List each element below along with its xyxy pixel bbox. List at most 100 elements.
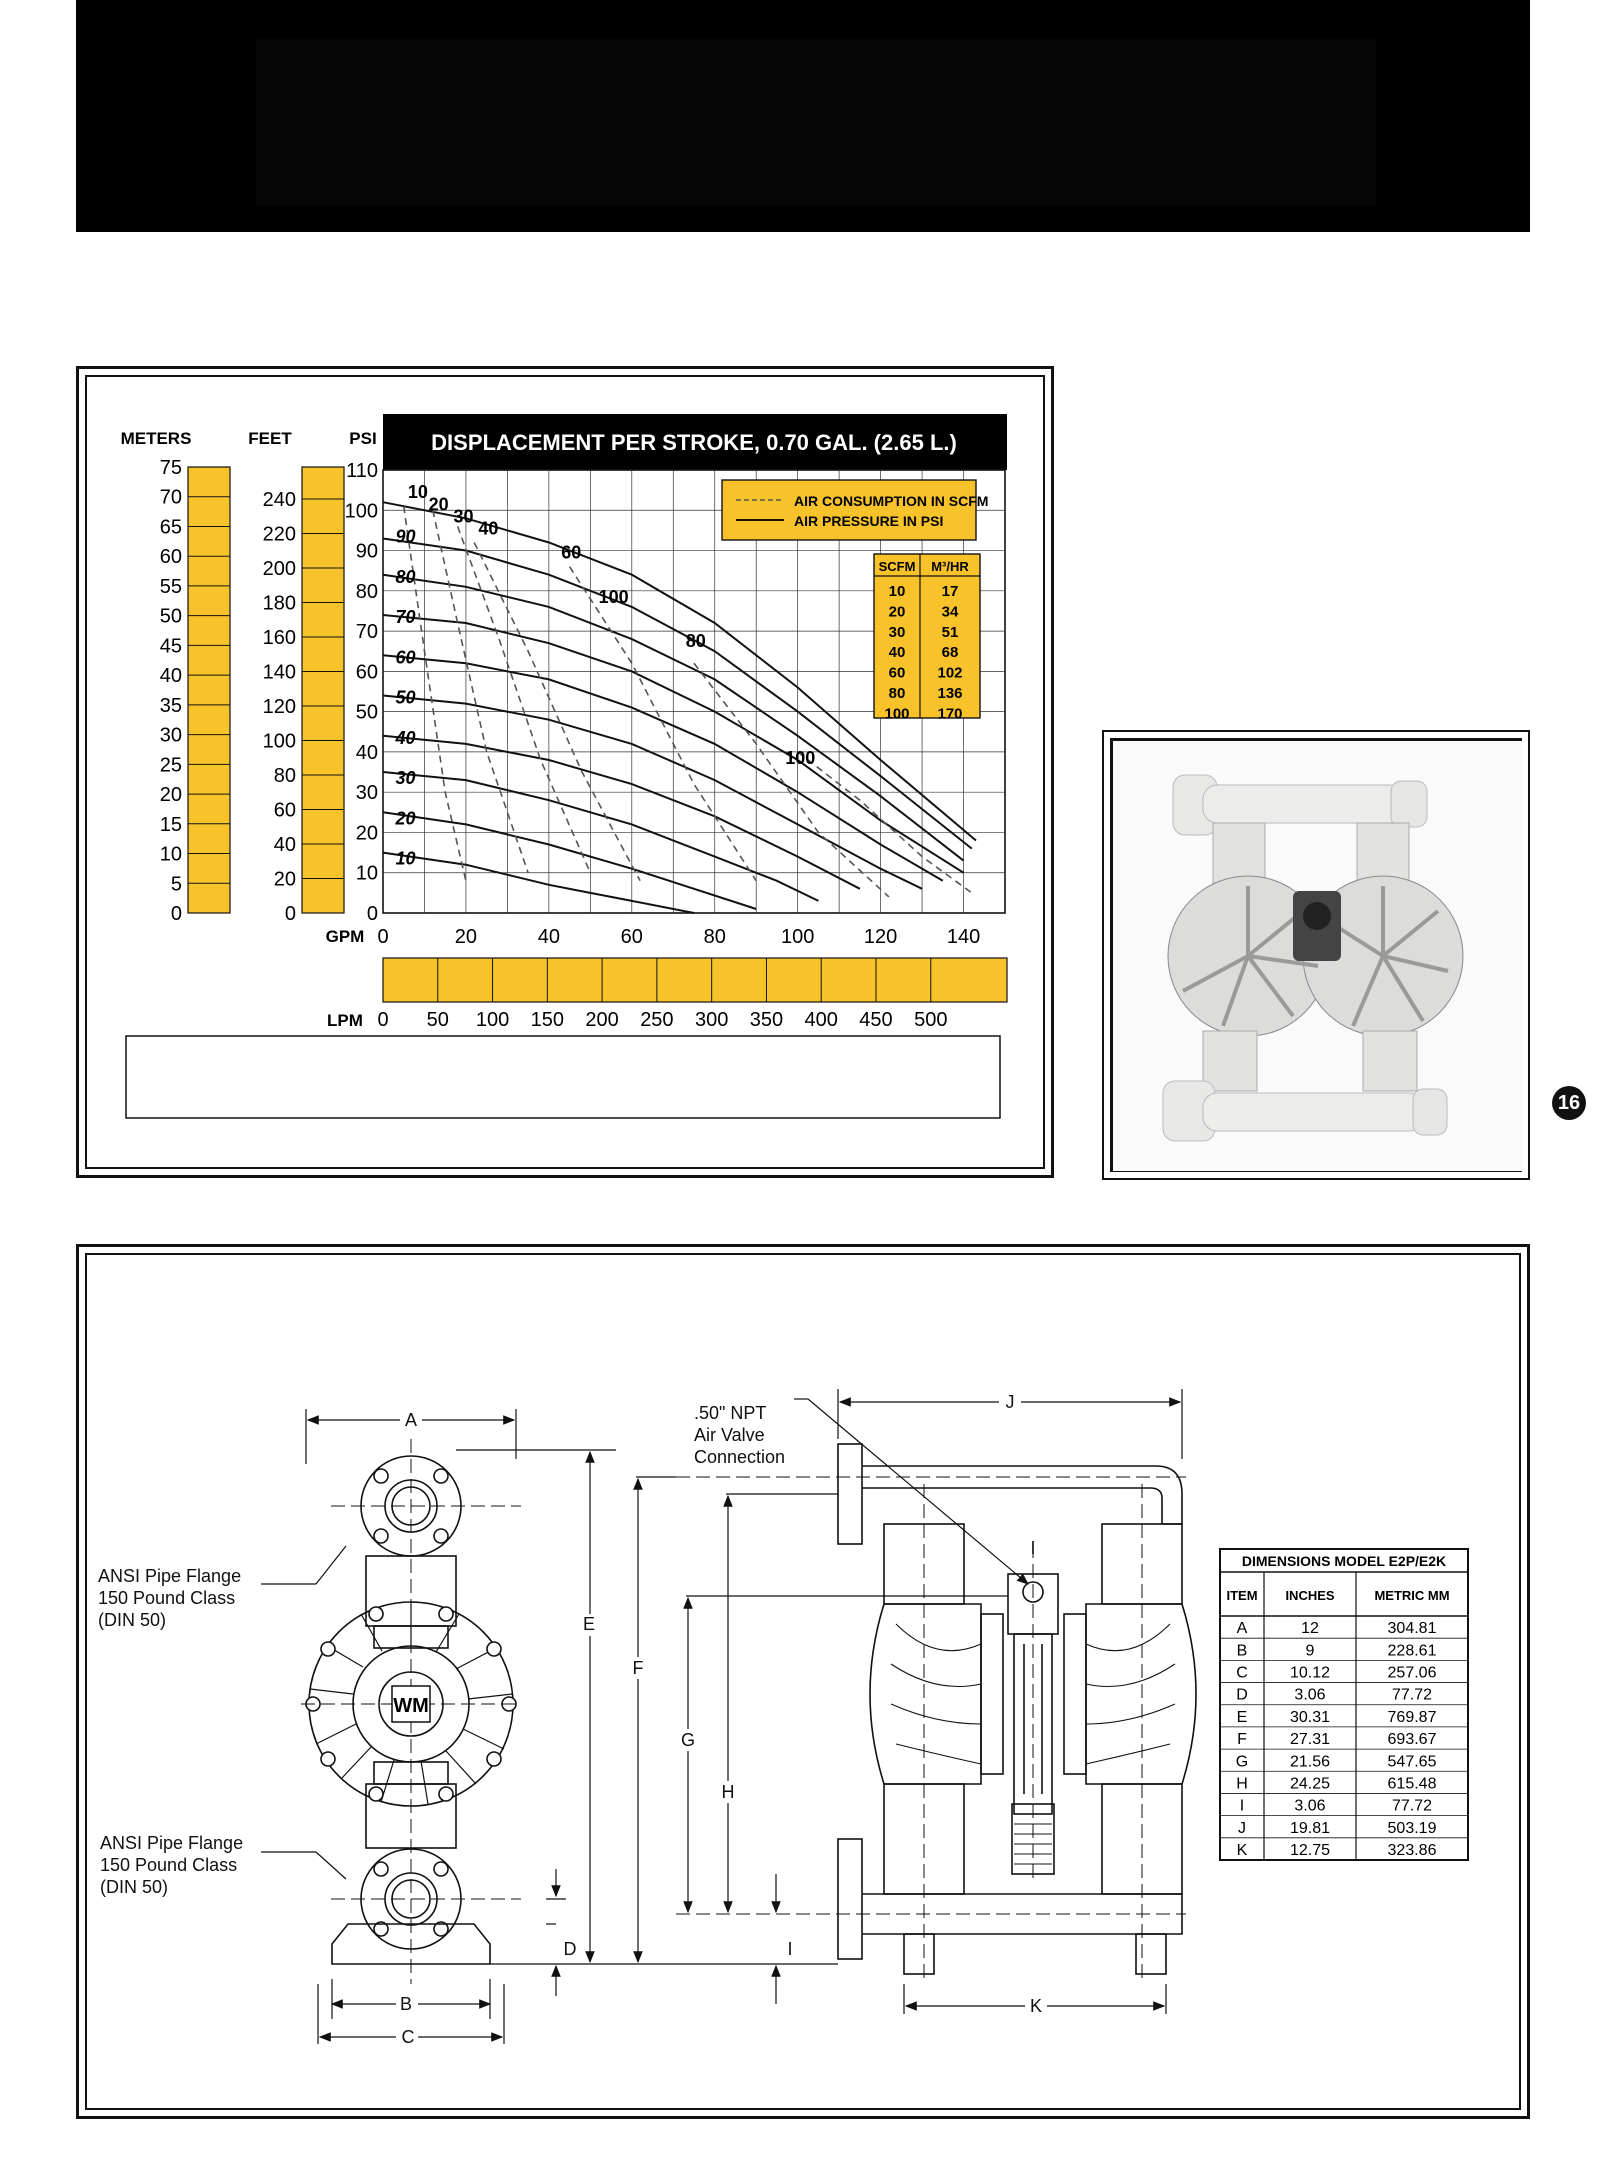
dim-cell-metric: 77.72 — [1392, 1798, 1432, 1815]
psi-tick-label: 10 — [356, 863, 378, 885]
conversion-cell-scfm: 80 — [889, 685, 906, 702]
feet-tick-label: 160 — [263, 627, 296, 649]
psi-curve-label: 80 — [395, 567, 415, 587]
meters-tick-label: 55 — [160, 576, 182, 598]
meters-tick-label: 70 — [160, 487, 182, 509]
dim-label-i: I — [787, 1939, 792, 1959]
psi-tick-label: 70 — [356, 621, 378, 643]
meters-scale-bar — [187, 466, 231, 914]
gpm-tick-label: 40 — [538, 926, 560, 948]
psi-curve-label: 70 — [395, 607, 415, 627]
dimensions-panel — [76, 1244, 1530, 2119]
flange-label-bottom-line3: (DIN 50) — [100, 1877, 168, 1897]
scfm-curve-label: 40 — [478, 518, 498, 538]
dim-cell-metric: 77.72 — [1392, 1687, 1432, 1704]
dimensions-frame — [85, 1253, 1521, 2110]
psi-curve-label: 30 — [395, 768, 415, 788]
scfm-curve-label: 80 — [686, 631, 706, 651]
dim-label-g: G — [681, 1730, 695, 1750]
feet-tick-label: 140 — [263, 662, 296, 684]
meters-tick-label: 5 — [171, 873, 182, 895]
dim-cell-metric: 257.06 — [1388, 1665, 1437, 1682]
feet-tick-label: 240 — [263, 489, 296, 511]
meters-tick-label: 40 — [160, 665, 182, 687]
conversion-cell-m3hr: 51 — [942, 624, 959, 641]
pressure-curve-70 — [382, 614, 965, 874]
meters-tick-label: 35 — [160, 695, 182, 717]
psi-curve-label: 90 — [395, 526, 415, 546]
lpm-tick-label: 200 — [585, 1009, 618, 1031]
dim-cell-inches: 3.06 — [1294, 1798, 1325, 1815]
dimensions-table: DIMENSIONS MODEL E2P/E2K ITEM INCHES MET… — [1219, 1548, 1469, 1861]
dim-cell-item: E — [1237, 1709, 1248, 1726]
dim-label-f: F — [633, 1658, 644, 1678]
psi-tick-label: 50 — [356, 702, 378, 724]
scfm-curve-label: 100 — [599, 587, 629, 607]
meters-tick-label: 10 — [160, 844, 182, 866]
dim-cell-metric: 547.65 — [1388, 1753, 1437, 1770]
meters-tick-label: 20 — [160, 784, 182, 806]
pressure-curve-100 — [382, 501, 977, 842]
psi-tick-label: 0 — [367, 903, 378, 925]
feet-tick-label: 100 — [263, 731, 296, 753]
pressure-curve-50 — [382, 694, 923, 890]
air-valve-label-line3: Connection — [694, 1447, 785, 1467]
psi-curve-label: 60 — [395, 647, 415, 667]
meters-tick-label: 25 — [160, 754, 182, 776]
meters-tick-label: 15 — [160, 814, 182, 836]
meters-tick-label: 75 — [160, 457, 182, 479]
lpm-scale-bar — [382, 957, 1008, 1003]
lpm-tick-label: 250 — [640, 1009, 673, 1031]
conversion-header-scfm: SCFM — [879, 559, 916, 574]
dim-cell-metric: 323.86 — [1388, 1842, 1437, 1859]
chart-note-box — [125, 1035, 1001, 1119]
gpm-tick-label: 0 — [377, 926, 388, 948]
scfm-conversion-table — [873, 553, 981, 719]
dim-label-j: J — [1006, 1392, 1015, 1412]
meters-tick-label: 65 — [160, 516, 182, 538]
flange-label-bottom-line1: ANSI Pipe Flange — [100, 1833, 243, 1853]
conversion-cell-m3hr: 68 — [942, 644, 959, 661]
dim-cell-item: D — [1236, 1687, 1248, 1704]
flange-label-top-line1: ANSI Pipe Flange — [98, 1566, 241, 1586]
gpm-tick-label: 80 — [704, 926, 726, 948]
scfm-curve-label: 30 — [453, 506, 473, 526]
pressure-curve-30 — [382, 771, 819, 902]
pressure-curve-20 — [382, 811, 757, 910]
lpm-tick-label: 350 — [750, 1009, 783, 1031]
dim-cell-metric: 769.87 — [1388, 1709, 1437, 1726]
meters-tick-label: 0 — [171, 903, 182, 925]
scfm-curve-label: 20 — [429, 494, 449, 514]
gpm-tick-label: 120 — [864, 926, 897, 948]
conversion-cell-m3hr: 170 — [937, 705, 962, 722]
scfm-curve-30 — [456, 526, 592, 874]
meters-tick-label: 60 — [160, 546, 182, 568]
air-valve-label-line2: Air Valve — [694, 1425, 765, 1445]
dim-label-k: K — [1030, 1996, 1042, 2016]
conversion-cell-scfm: 60 — [889, 665, 906, 682]
air-valve-label-line1: .50" NPT — [694, 1403, 766, 1423]
y-axis-label-feet: FEET — [248, 429, 292, 448]
scfm-curve-100 — [797, 751, 973, 894]
dim-cell-item: C — [1236, 1665, 1248, 1682]
performance-chart: DISPLACEMENT PER STROKE, 0.70 GAL. (2.65… — [121, 414, 1008, 1119]
scfm-curve-40 — [473, 542, 641, 882]
lpm-tick-label: 100 — [476, 1009, 509, 1031]
dimensions-table-title: DIMENSIONS MODEL E2P/E2K — [1242, 1553, 1446, 1569]
feet-tick-label: 200 — [263, 558, 296, 580]
dim-header-metric: METRIC MM — [1374, 1588, 1449, 1603]
lpm-tick-label: 50 — [427, 1009, 449, 1031]
psi-tick-label: 20 — [356, 822, 378, 844]
psi-tick-label: 40 — [356, 742, 378, 764]
flange-label-bottom-line2: 150 Pound Class — [100, 1855, 237, 1875]
performance-chart-panel — [76, 366, 1054, 1178]
lpm-tick-label: 400 — [805, 1009, 838, 1031]
conversion-cell-scfm: 40 — [889, 644, 906, 661]
dim-cell-item: B — [1237, 1642, 1248, 1659]
gpm-tick-label: 100 — [781, 926, 814, 948]
conversion-cell-scfm: 20 — [889, 603, 906, 620]
side-view-drawing — [676, 1443, 1197, 1984]
psi-curve-label: 20 — [394, 808, 415, 828]
meters-tick-label: 45 — [160, 635, 182, 657]
conversion-cell-scfm: 100 — [884, 705, 909, 722]
